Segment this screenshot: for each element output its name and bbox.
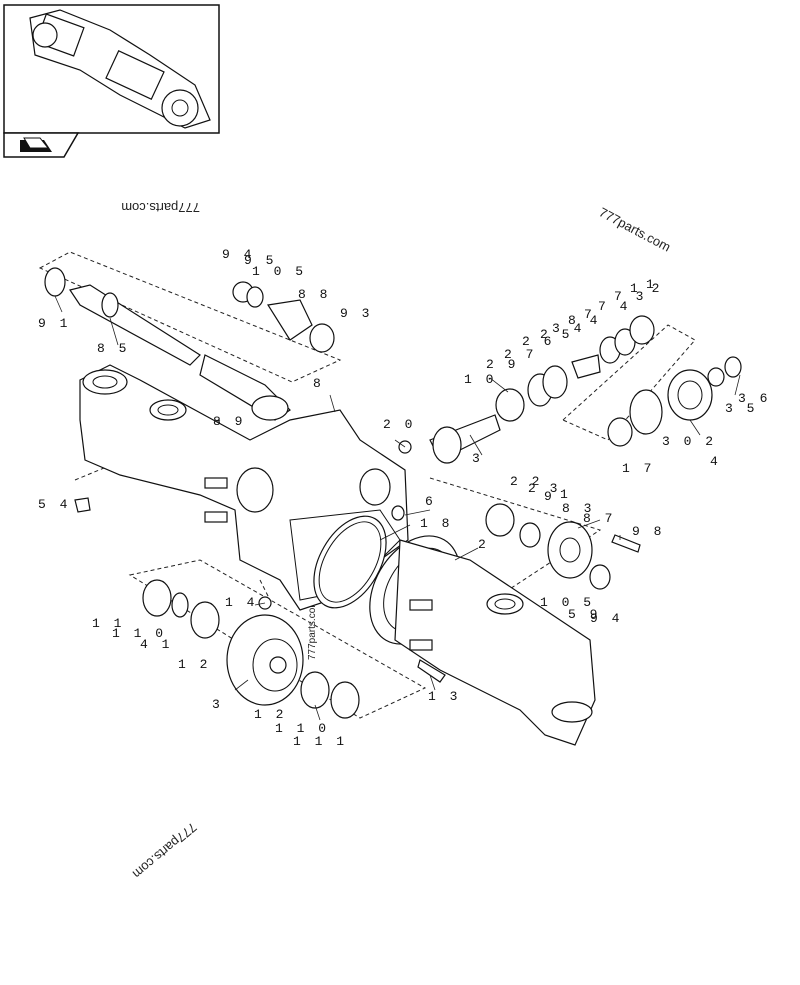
callout-8: 8 (313, 376, 324, 391)
callout-26: 2 6 (522, 334, 554, 349)
callout-4: 4 (710, 454, 721, 469)
callout-27: 2 7 (504, 347, 536, 362)
callout-12b: 1 2 (178, 657, 210, 672)
callout-84: 8 4 (568, 313, 600, 328)
book-icon (20, 137, 52, 152)
callout-105b: 1 0 5 (540, 595, 594, 610)
callout-1: 1 (646, 277, 657, 292)
callout-3b: 3 (212, 697, 223, 712)
callout-98: 9 8 (632, 524, 664, 539)
axle-thumbnail-icon (29, 9, 211, 129)
callout-29: 2 9 (486, 357, 518, 372)
callout-54: 5 4 (38, 497, 70, 512)
callout-17: 1 7 (622, 461, 654, 476)
watermark: 777parts.com (307, 599, 318, 660)
shaft-assembly (44, 267, 291, 421)
callout-95: 9 5 (244, 253, 276, 268)
callout-9: 9 (544, 489, 555, 504)
leader-lines (54, 295, 741, 721)
differential-assembly (74, 497, 446, 719)
thumbnail-panel (3, 4, 220, 158)
callout-89: 8 9 (213, 414, 245, 429)
callout-14: 1 4 (225, 595, 257, 610)
callout-12: 1 2 (630, 281, 662, 296)
callout-25: 2 5 (540, 327, 572, 342)
flange-assembly (607, 356, 742, 447)
callout-110: 1 1 0 (112, 626, 166, 641)
callout-302: 3 0 2 (662, 434, 716, 449)
watermark: 777parts.com (121, 200, 200, 215)
callout-10: 1 0 (464, 372, 496, 387)
callout-3: 3 (472, 451, 483, 466)
callout-12c: 1 2 (254, 707, 286, 722)
bushing-parts (232, 281, 335, 353)
callout-111: 1 1 1 (293, 734, 347, 749)
callout-labels: 9 1 8 5 9 4 9 5 1 0 5 8 8 9 3 8 8 9 2 0 … (38, 247, 770, 749)
seal-ring (313, 515, 387, 609)
callout-2: 2 (478, 537, 489, 552)
callout-94: 9 4 (222, 247, 254, 262)
watermark: 777parts.com (130, 820, 200, 882)
callout-110b: 1 1 0 (275, 721, 329, 736)
callout-94b: 9 4 (590, 611, 622, 626)
callout-88: 8 8 (298, 287, 330, 302)
callout-41: 4 1 (140, 637, 172, 652)
callout-35: 3 5 (725, 401, 757, 416)
callout-1b: 1 (560, 487, 571, 502)
axle-housing-right (369, 535, 596, 746)
callout-74: 7 4 (598, 299, 630, 314)
callout-73: 7 3 (614, 289, 646, 304)
callout-91: 9 1 (38, 316, 70, 331)
callout-11: 1 1 (92, 616, 124, 631)
callout-23: 2 3 (528, 481, 560, 496)
callout-18: 1 8 (420, 516, 452, 531)
callout-105: 1 0 5 (252, 264, 306, 279)
callout-83: 8 3 (562, 501, 594, 516)
callout-6: 6 (425, 494, 436, 509)
callout-36: 3 6 (738, 391, 770, 406)
callout-20: 2 0 (383, 417, 415, 432)
callout-7: 7 (584, 307, 595, 322)
callout-34: 3 4 (552, 321, 584, 336)
callout-13: 1 3 (428, 689, 460, 704)
callout-87: 8 7 (583, 511, 615, 526)
callout-22: 2 2 (510, 474, 542, 489)
watermark: 777parts.com (597, 204, 674, 254)
callout-59: 5 9 (568, 607, 600, 622)
callout-85: 8 5 (97, 341, 129, 356)
hub-parts (391, 503, 641, 590)
callout-93: 9 3 (340, 306, 372, 321)
